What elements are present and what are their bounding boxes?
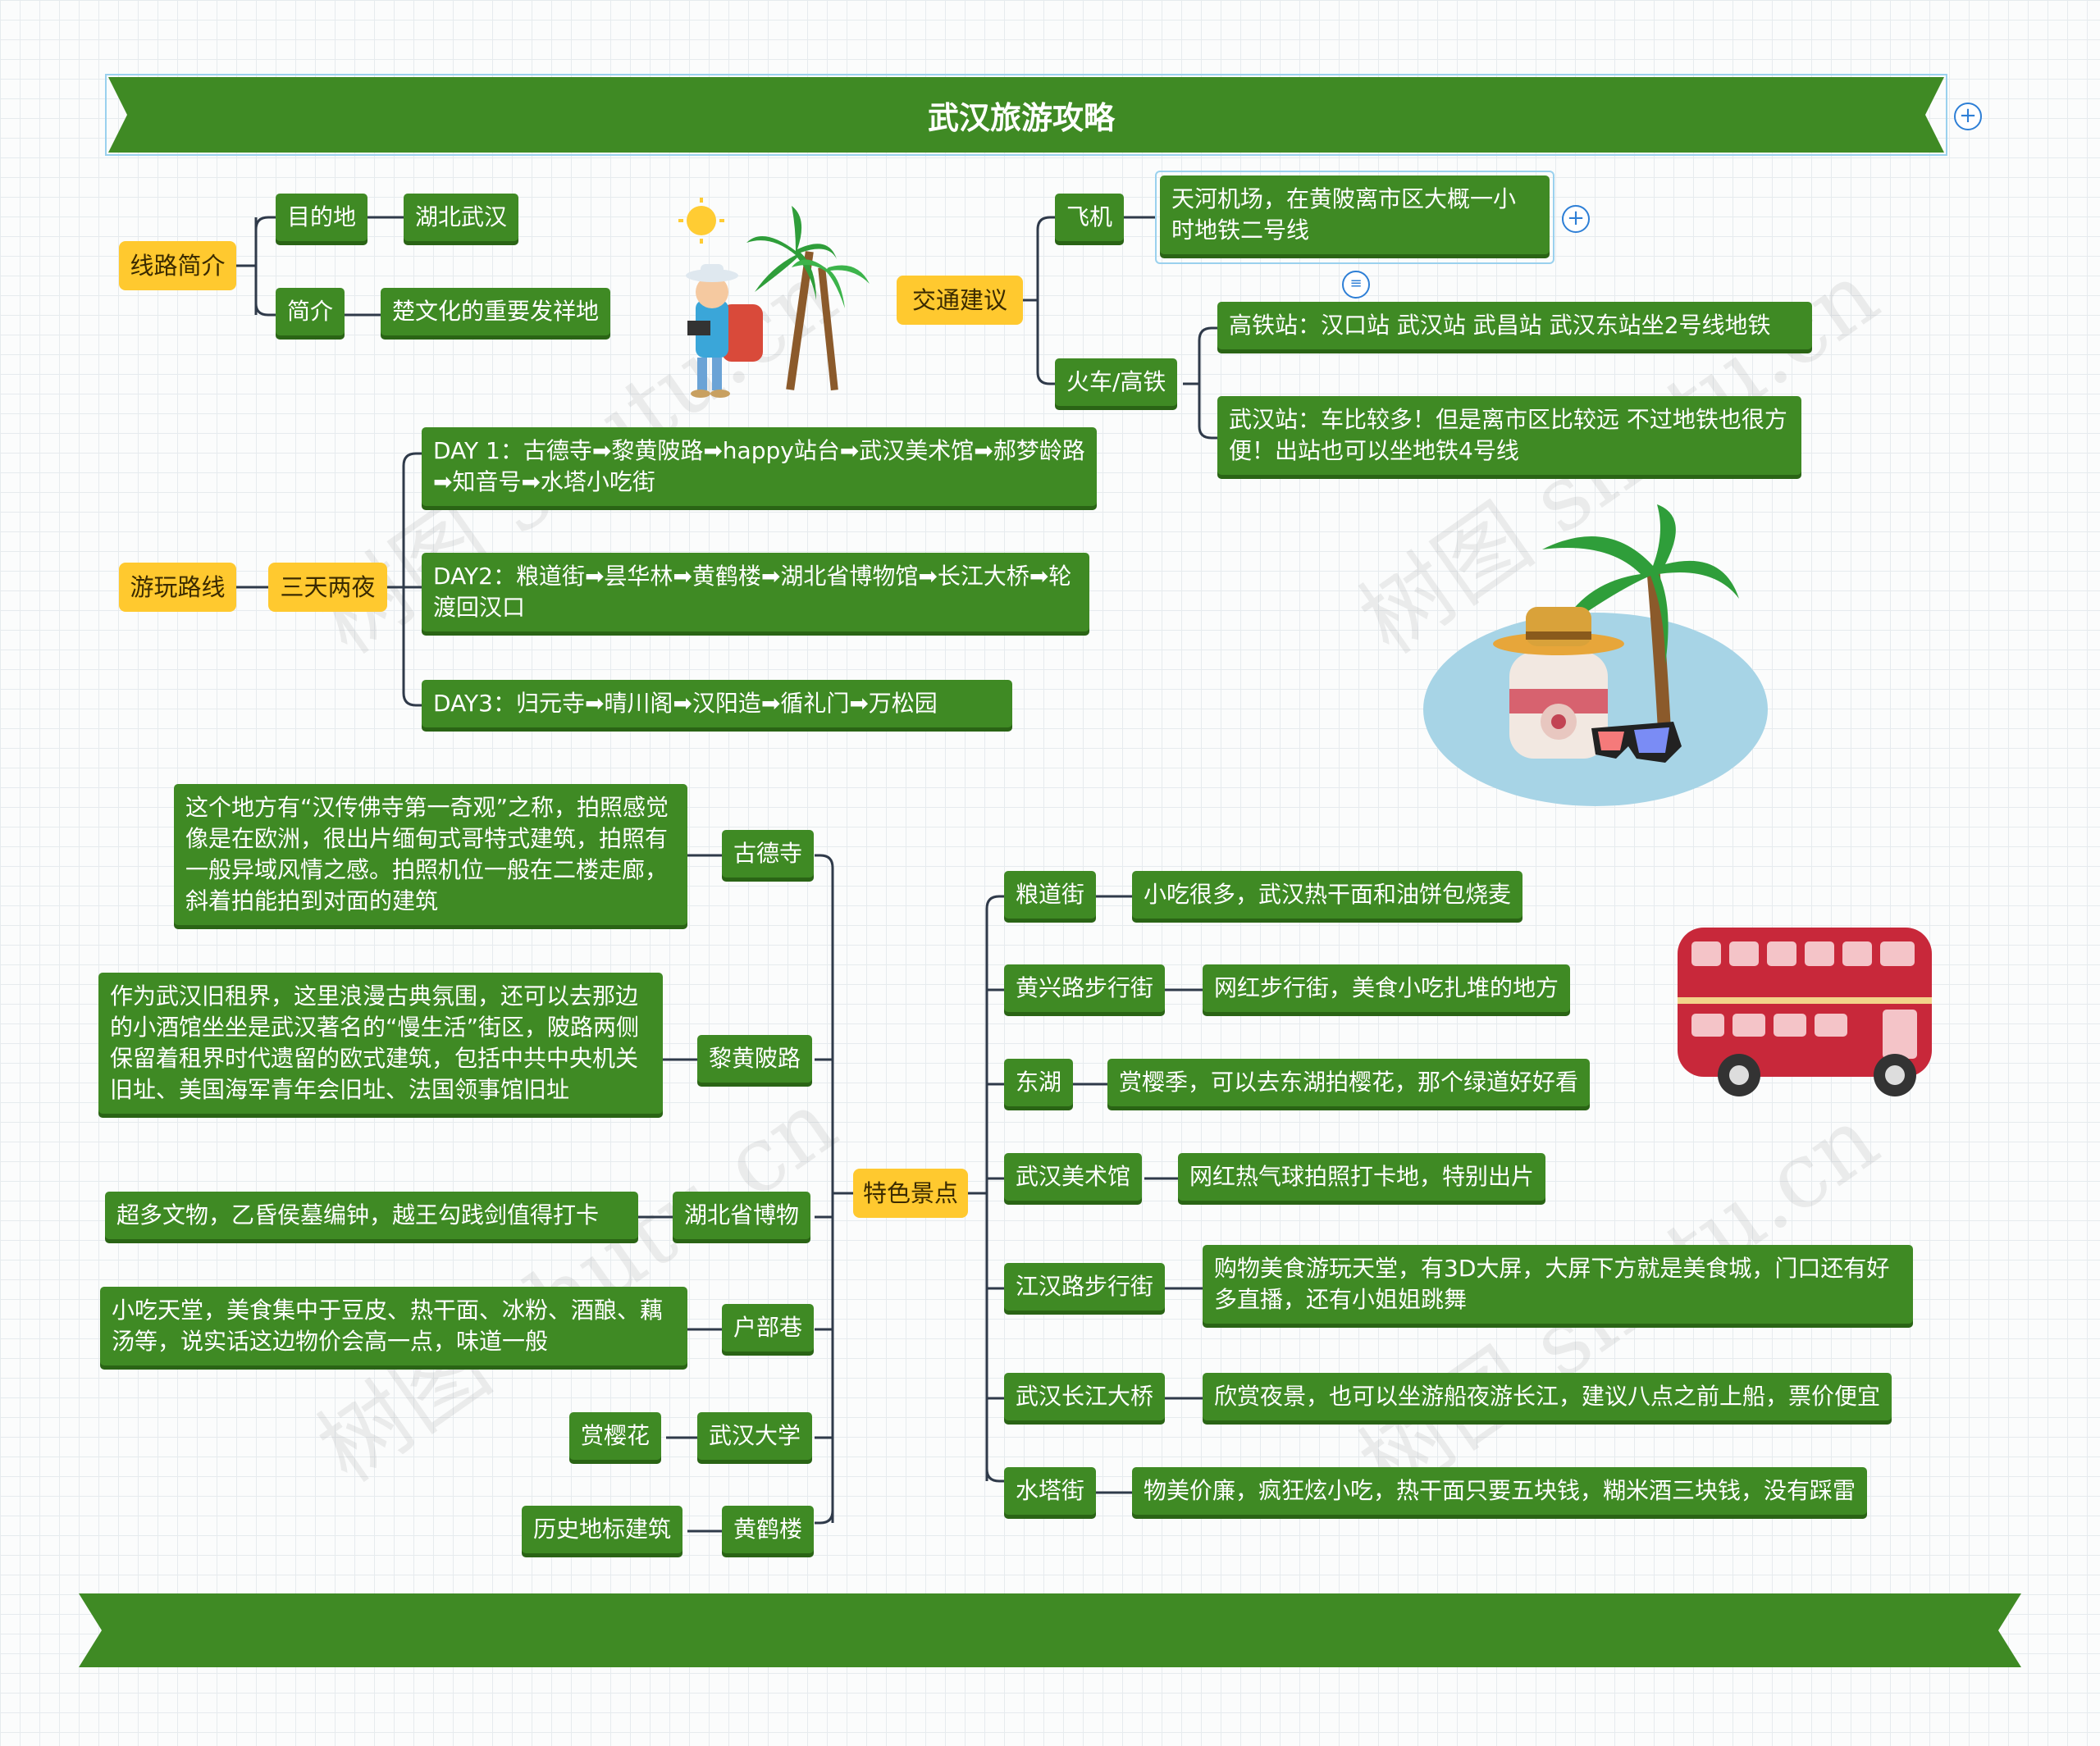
- destination-value[interactable]: 湖北武汉: [404, 194, 518, 241]
- transport-node[interactable]: 交通建议: [897, 276, 1023, 325]
- spot-art-museum-desc[interactable]: 网红热气球拍照打卡地，特别出片: [1178, 1153, 1545, 1201]
- intro-value[interactable]: 楚文化的重要发祥地: [381, 288, 610, 335]
- plane-label[interactable]: 飞机: [1055, 194, 1124, 241]
- spot-huangxing[interactable]: 黄兴路步行街: [1004, 964, 1165, 1012]
- day-2[interactable]: DAY2：粮道街➡昙华林➡黄鹤楼➡湖北省博物馆➡长江大桥➡轮渡回汉口: [422, 553, 1089, 631]
- spot-museum-desc[interactable]: 超多文物，乙昏侯墓编钟，越王勾践剑值得打卡: [105, 1192, 638, 1239]
- collapse-icon[interactable]: ≡: [1342, 271, 1370, 299]
- spot-yellow-crane[interactable]: 黄鹤楼: [722, 1506, 814, 1553]
- spot-jianghan[interactable]: 江汉路步行街: [1004, 1263, 1165, 1311]
- spot-jianghan-desc[interactable]: 购物美食游玩天堂，有3D大屏，大屏下方就是美食城，门口还有好多直播，还有小姐姐跳…: [1203, 1245, 1913, 1324]
- spot-east-lake-desc[interactable]: 赏樱季，可以去东湖拍樱花，那个绿道好好看: [1107, 1059, 1590, 1106]
- beach-illustration: [1419, 500, 1772, 808]
- destination-label[interactable]: 目的地: [276, 194, 368, 241]
- spot-museum[interactable]: 湖北省博物: [673, 1192, 810, 1239]
- route-intro-node[interactable]: 线路简介: [119, 241, 236, 290]
- intro-label[interactable]: 简介: [276, 288, 345, 335]
- itinerary-node[interactable]: 游玩路线: [119, 563, 236, 612]
- spot-yellow-crane-desc[interactable]: 历史地标建筑: [522, 1506, 682, 1553]
- itinerary-plan[interactable]: 三天两夜: [268, 563, 387, 612]
- day-1[interactable]: DAY 1：古德寺➡黎黄陂路➡happy站台➡武汉美术馆➡郝梦龄路➡知音号➡水塔…: [422, 427, 1097, 506]
- spot-water-tower-desc[interactable]: 物美价廉，疯狂炫小吃，热干面只要五块钱，糊米酒三块钱，没有踩雷: [1132, 1467, 1867, 1515]
- spot-liangdao-desc[interactable]: 小吃很多，武汉热干面和油饼包烧麦: [1132, 871, 1522, 919]
- train-detail-2[interactable]: 武汉站：车比较多！但是离市区比较远 不过地铁也很方便！出站也可以坐地铁4号线: [1217, 396, 1801, 475]
- spot-lihuangpi-desc[interactable]: 作为武汉旧租界，这里浪漫古典氛围，还可以去那边的小酒馆坐坐是武汉著名的“慢生活”…: [98, 973, 663, 1114]
- plus-circle-icon[interactable]: +: [1562, 205, 1590, 233]
- spot-hubuxiang[interactable]: 户部巷: [722, 1304, 814, 1352]
- train-detail-1[interactable]: 高铁站：汉口站 武汉站 武昌站 武汉东站坐2号线地铁: [1217, 302, 1812, 349]
- spot-hubuxiang-desc[interactable]: 小吃天堂，美食集中于豆皮、热干面、冰粉、酒酿、藕汤等，说实话这边物价会高一点，味…: [100, 1287, 687, 1365]
- day-3[interactable]: DAY3：归元寺➡晴川阁➡汉阳造➡循礼门➡万松园: [422, 680, 1012, 727]
- spot-water-tower[interactable]: 水塔街: [1004, 1467, 1096, 1515]
- spot-lihuangpi[interactable]: 黎黄陂路: [697, 1035, 812, 1083]
- spot-east-lake[interactable]: 东湖: [1004, 1059, 1073, 1106]
- tourist-illustration: [673, 194, 878, 408]
- double-decker-bus-illustration: [1673, 923, 1936, 1104]
- spots-node[interactable]: 特色景点: [853, 1169, 968, 1218]
- spot-bridge[interactable]: 武汉长江大桥: [1004, 1373, 1165, 1420]
- footer-ribbon: [79, 1593, 2021, 1667]
- spot-liangdao[interactable]: 粮道街: [1004, 871, 1096, 919]
- spot-bridge-desc[interactable]: 欣赏夜景，也可以坐游船夜游长江，建议八点之前上船，票价便宜: [1203, 1373, 1892, 1420]
- page-title: 武汉旅游攻略: [107, 75, 1936, 154]
- spot-whu[interactable]: 武汉大学: [697, 1412, 812, 1460]
- spot-whu-desc[interactable]: 赏樱花: [569, 1412, 661, 1460]
- train-label[interactable]: 火车/高铁: [1055, 358, 1177, 406]
- spot-huangxing-desc[interactable]: 网红步行街，美食小吃扎堆的地方: [1203, 964, 1570, 1012]
- plane-detail[interactable]: 天河机场，在黄陂离市区大概一小时地铁二号线: [1160, 176, 1550, 254]
- spot-art-museum[interactable]: 武汉美术馆: [1004, 1153, 1142, 1201]
- spot-gudesi-desc[interactable]: 这个地方有“汉传佛寺第一奇观”之称，拍照感觉像是在欧洲，很出片缅甸式哥特式建筑，…: [174, 784, 687, 925]
- plus-circle-icon[interactable]: +: [1954, 103, 1982, 130]
- spot-gudesi[interactable]: 古德寺: [722, 830, 814, 878]
